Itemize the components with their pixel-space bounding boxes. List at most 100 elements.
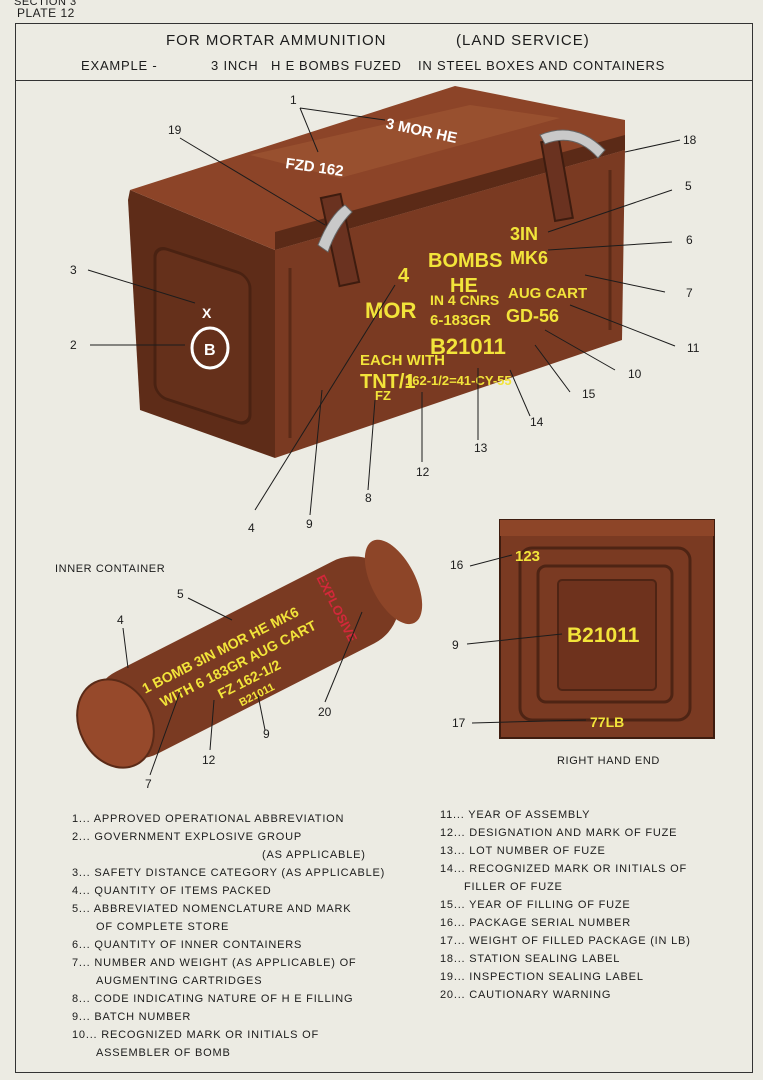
legend-entry: 3... SAFETY DISTANCE CATEGORY (AS APPLIC…	[72, 864, 385, 882]
explosive-group-letter: B	[204, 342, 216, 359]
lid-panel	[250, 105, 560, 178]
legend-entry: 10... RECOGNIZED MARK OR INITIALS OF	[72, 1026, 385, 1044]
legend-right: 11... YEAR OF ASSEMBLY 12... DESIGNATION …	[440, 806, 691, 1004]
legend-left: 1... APPROVED OPERATIONAL ABBREVIATION 2.…	[72, 810, 385, 1062]
station-seal	[539, 129, 606, 159]
legend-entry: 5... ABBREVIATED NOMENCLATURE AND MARK	[72, 900, 385, 918]
legend-entry: FILLER OF FUZE	[440, 878, 691, 896]
lid-rim	[275, 135, 625, 250]
stencil-inner: IN 4 CNRS	[430, 292, 499, 308]
legend-number: 13...	[440, 845, 466, 857]
container-body	[90, 556, 400, 759]
legend-number: 15...	[440, 899, 466, 911]
legend-text: WEIGHT OF FILLED PACKAGE (IN LB)	[469, 935, 691, 947]
explosive-group-circle	[190, 326, 230, 370]
callout-label: 1	[290, 93, 297, 107]
legend-number: 10...	[72, 1029, 98, 1041]
legend-text: ASSEMBLER OF BOMB	[96, 1047, 231, 1059]
legend-number: 16...	[440, 917, 466, 929]
callout-label: 18	[683, 133, 697, 147]
right-hand-end-title: RIGHT HAND END	[557, 755, 660, 767]
callout-label: 9	[452, 638, 459, 652]
stencil-count: 4	[398, 265, 410, 287]
callout-label: 5	[177, 587, 184, 601]
end-serial: 123	[515, 548, 540, 565]
legend-number: 5...	[72, 903, 91, 915]
end-lid-rim	[500, 520, 714, 536]
legend-text: STATION SEALING LABEL	[469, 953, 621, 965]
end-stencils: 123 B21011 77LB	[515, 548, 640, 730]
right-hand-end: 123 B21011 77LB	[499, 519, 715, 739]
container-leader-lines	[122, 597, 363, 776]
legend-text: NUMBER AND WEIGHT (AS APPLICABLE) OF	[94, 957, 357, 969]
callout-label: 17	[452, 716, 466, 730]
stencil-bombs: BOMBS	[428, 250, 502, 272]
legend-number: 4...	[72, 885, 91, 897]
legend-text: DESIGNATION AND MARK OF FUZE	[469, 827, 678, 839]
container-end	[76, 678, 155, 769]
legend-entry: 16... PACKAGE SERIAL NUMBER	[440, 914, 691, 932]
legend-text: LOT NUMBER OF FUZE	[469, 845, 606, 857]
legend-number: 18...	[440, 953, 466, 965]
legend-entry: AUGMENTING CARTRIDGES	[72, 972, 385, 990]
callout-label: 20	[318, 705, 332, 719]
safety-category-mark: X	[202, 305, 212, 321]
legend-number: 12...	[440, 827, 466, 839]
legend-text: APPROVED OPERATIONAL ABBREVIATION	[93, 813, 345, 825]
legend-number: 19...	[440, 971, 466, 983]
stencil-fz: FZ	[375, 388, 391, 403]
legend-entry: 2... GOVERNMENT EXPLOSIVE GROUP	[72, 828, 385, 846]
callout-label: 9	[306, 517, 313, 531]
box-callouts: 1 19 18 5 6 7 11 10 15 14 13 12 8 9 4 2 …	[70, 93, 700, 535]
legend-entry: 4... QUANTITY OF ITEMS PACKED	[72, 882, 385, 900]
legend-number: 20...	[440, 989, 466, 1001]
end-handle	[557, 579, 657, 691]
callout-label: 9	[263, 727, 270, 741]
title-right: (LAND SERVICE)	[456, 32, 590, 49]
legend-number: 3...	[72, 867, 91, 879]
stencil-mark: MK6	[510, 248, 548, 268]
callout-label: 15	[582, 387, 596, 401]
legend-text: AUGMENTING CARTRIDGES	[96, 975, 263, 987]
legend-entry: (AS APPLICABLE)	[72, 846, 385, 864]
callout-label: 8	[365, 491, 372, 505]
end-frame-outer	[518, 546, 692, 722]
stencil-he: HE	[450, 275, 478, 297]
legend-entry: 17... WEIGHT OF FILLED PACKAGE (IN LB)	[440, 932, 691, 950]
legend-entry: 9... BATCH NUMBER	[72, 1008, 385, 1026]
title-rule	[15, 80, 753, 81]
box-front-face	[275, 150, 625, 458]
front-ribs	[288, 170, 612, 438]
legend-text: OF COMPLETE STORE	[96, 921, 230, 933]
callout-label: 11	[687, 341, 700, 355]
legend-entry: 11... YEAR OF ASSEMBLY	[440, 806, 691, 824]
callout-label: 12	[202, 753, 216, 767]
end-frame-inner	[536, 564, 674, 704]
callout-label: 4	[248, 521, 255, 535]
legend-number: 6...	[72, 939, 91, 951]
legend-text: CODE INDICATING NATURE OF H E FILLING	[94, 993, 354, 1005]
legend-entry: 6... QUANTITY OF INNER CONTAINERS	[72, 936, 385, 954]
stencil-gd: GD-56	[506, 306, 559, 326]
callout-label: 13	[474, 441, 488, 455]
legend-text: YEAR OF FILLING OF FUZE	[469, 899, 631, 911]
legend-text: RECOGNIZED MARK OR INITIALS OF	[469, 863, 688, 875]
page-frame	[15, 23, 753, 1073]
legend-number: 1...	[72, 813, 91, 825]
legend-entry: 15... YEAR OF FILLING OF FUZE	[440, 896, 691, 914]
callout-label: 19	[168, 123, 182, 137]
stencil-augcart: AUG CART	[508, 285, 587, 302]
legend-number: 17...	[440, 935, 466, 947]
callout-label: 2	[70, 338, 77, 352]
callout-label: 16	[450, 558, 464, 572]
example-part: BOMBS FUZED	[299, 58, 402, 73]
title-left: FOR MORTAR AMMUNITION	[166, 32, 387, 49]
legend-text: ABBREVIATED NOMENCLATURE AND MARK	[93, 903, 352, 915]
legend-text: FILLER OF FUZE	[464, 881, 563, 893]
stencil-cal: 3IN	[510, 224, 538, 244]
inner-container-title: INNER CONTAINER	[55, 563, 165, 575]
stencil-aug: 6-183GR	[430, 312, 491, 329]
plate-number: PLATE 12	[17, 6, 75, 20]
end-weight: 77LB	[590, 714, 624, 730]
